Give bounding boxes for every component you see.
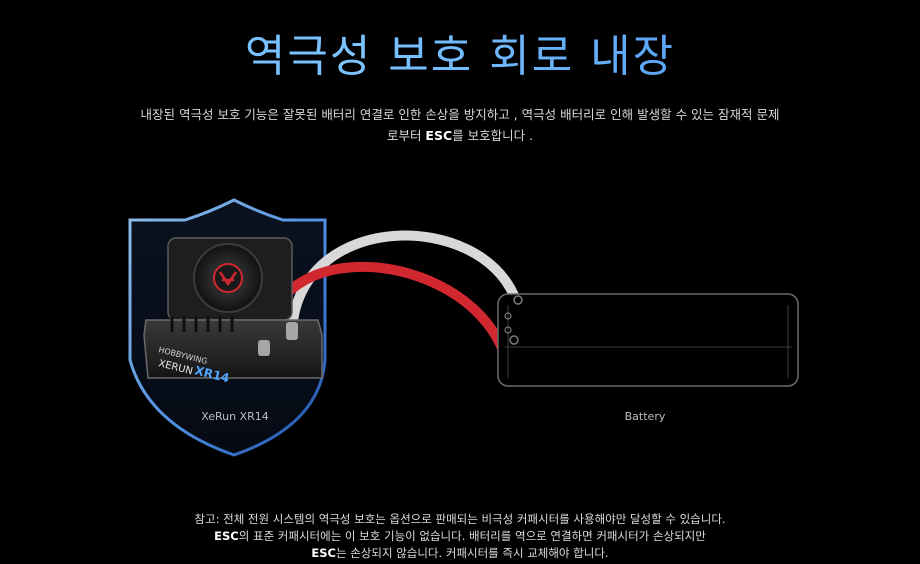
description-line-2-post: 를 보호합니다 . [452, 128, 534, 143]
battery-terminal-positive [509, 335, 519, 345]
note-line-3: ESC는 손상되지 않습니다. 커패시터를 즉시 교체해야 합니다. [90, 545, 830, 562]
feature-description: 내장된 역극성 보호 기능은 잘못된 배터리 연결로 인한 손상을 방지하고 ,… [90, 104, 830, 146]
page-title: 역극성 보호 회로 내장 [0, 20, 920, 84]
battery-label: Battery [624, 410, 666, 423]
battery-terminal-negative [513, 295, 523, 305]
note-line-2-esc: ESC [214, 529, 239, 543]
note-line-3-rest: 는 손상되지 않습니다. 커패시터를 즉시 교체해야 합니다. [335, 546, 609, 560]
footnote: 참고: 전체 전원 시스템의 역극성 보호는 옵션으로 판매되는 비극성 커패시… [90, 511, 830, 562]
description-line-2-pre: 로부터 [386, 128, 426, 143]
description-esc-bold: ESC [425, 128, 453, 143]
hobbywing-logo-icon [218, 271, 238, 287]
battery [497, 293, 799, 387]
description-line-1: 내장된 역극성 보호 기능은 잘못된 배터리 연결로 인한 손상을 방지하고 ,… [140, 107, 780, 122]
note-line-2-rest: 의 표준 커패시터에는 이 보호 기능이 없습니다. 배터리를 역으로 연결하면… [238, 529, 706, 543]
note-line-3-esc: ESC [311, 546, 336, 560]
esc-unit: HOBBYWING XERUN XR14 [143, 237, 323, 385]
note-line-1: 참고: 전체 전원 시스템의 역극성 보호는 옵션으로 판매되는 비극성 커패시… [194, 512, 726, 526]
wire-negative [287, 230, 520, 335]
note-line-2: ESC의 표준 커패시터에는 이 보호 기능이 없습니다. 배터리를 역으로 연… [90, 528, 830, 545]
protection-illustration: HOBBYWING XERUN XR14 [128, 198, 799, 457]
esc-label: XeRun XR14 [201, 410, 269, 423]
